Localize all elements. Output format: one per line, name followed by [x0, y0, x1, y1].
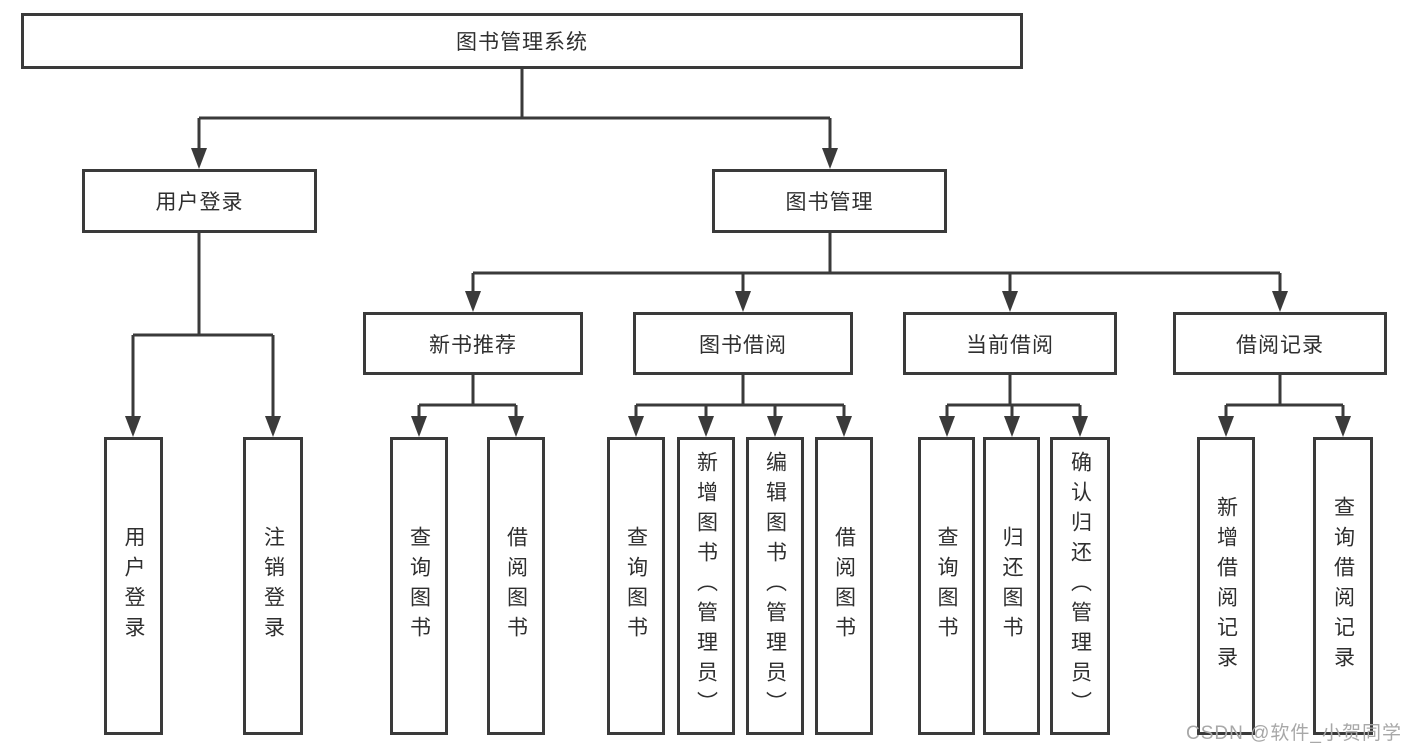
leaf-add-books-admin-label: 新增图书（管理员） — [694, 451, 718, 721]
leaf-query-books: 查询图书 — [390, 437, 448, 735]
leaf-query-books-label: 查询图书 — [624, 526, 648, 646]
arrowhead-icons — [125, 148, 1351, 437]
leaf-query-borrow-record-label: 查询借阅记录 — [1331, 496, 1355, 676]
leaf-return-books-label: 归还图书 — [1000, 526, 1023, 646]
leaf-borrow-books: 借阅图书 — [487, 437, 545, 735]
leaf-query-books-label: 查询图书 — [935, 526, 958, 646]
leaf-add-books-admin: 新增图书（管理员） — [677, 437, 735, 735]
node-current-borrow: 当前借阅 — [903, 312, 1117, 375]
leaf-query-borrow-record: 查询借阅记录 — [1313, 437, 1373, 735]
leaf-edit-books-admin-label: 编辑图书（管理员） — [763, 451, 787, 721]
leaf-confirm-return-admin-label: 确认归还（管理员） — [1068, 451, 1092, 721]
node-borrow-records: 借阅记录 — [1173, 312, 1387, 375]
node-user-login-label: 用户登录 — [155, 191, 244, 214]
node-user-login: 用户登录 — [82, 169, 317, 233]
leaf-return-books: 归还图书 — [983, 437, 1040, 735]
node-new-book-recommend-label: 新书推荐 — [429, 333, 517, 357]
node-book-borrow-label: 图书借阅 — [699, 333, 787, 357]
leaf-logout-label: 注销登录 — [261, 526, 285, 646]
node-borrow-records-label: 借阅记录 — [1236, 333, 1324, 357]
node-current-borrow-label: 当前借阅 — [966, 333, 1054, 357]
leaf-query-books: 查询图书 — [607, 437, 665, 735]
leaf-add-borrow-record-label: 新增借阅记录 — [1214, 496, 1238, 676]
node-root-system: 图书管理系统 — [21, 13, 1023, 69]
leaf-logout: 注销登录 — [243, 437, 303, 735]
leaf-borrow-books-label: 借阅图书 — [504, 526, 528, 646]
csdn-watermark: CSDN @软件_小贺同学 — [1186, 723, 1402, 744]
leaf-user-login: 用户登录 — [104, 437, 163, 735]
leaf-edit-books-admin: 编辑图书（管理员） — [746, 437, 804, 735]
node-root-label: 图书管理系统 — [456, 31, 588, 54]
leaf-query-books-label: 查询图书 — [407, 526, 431, 646]
node-book-management-label: 图书管理 — [785, 191, 874, 214]
leaf-confirm-return-admin: 确认归还（管理员） — [1050, 437, 1110, 735]
leaf-query-books: 查询图书 — [918, 437, 975, 735]
node-new-book-recommend: 新书推荐 — [363, 312, 583, 375]
leaf-borrow-books-label: 借阅图书 — [832, 526, 856, 646]
leaf-borrow-books: 借阅图书 — [815, 437, 873, 735]
node-book-borrow: 图书借阅 — [633, 312, 853, 375]
leaf-add-borrow-record: 新增借阅记录 — [1197, 437, 1255, 735]
leaf-user-login-label: 用户登录 — [122, 526, 145, 646]
node-book-management: 图书管理 — [712, 169, 947, 233]
